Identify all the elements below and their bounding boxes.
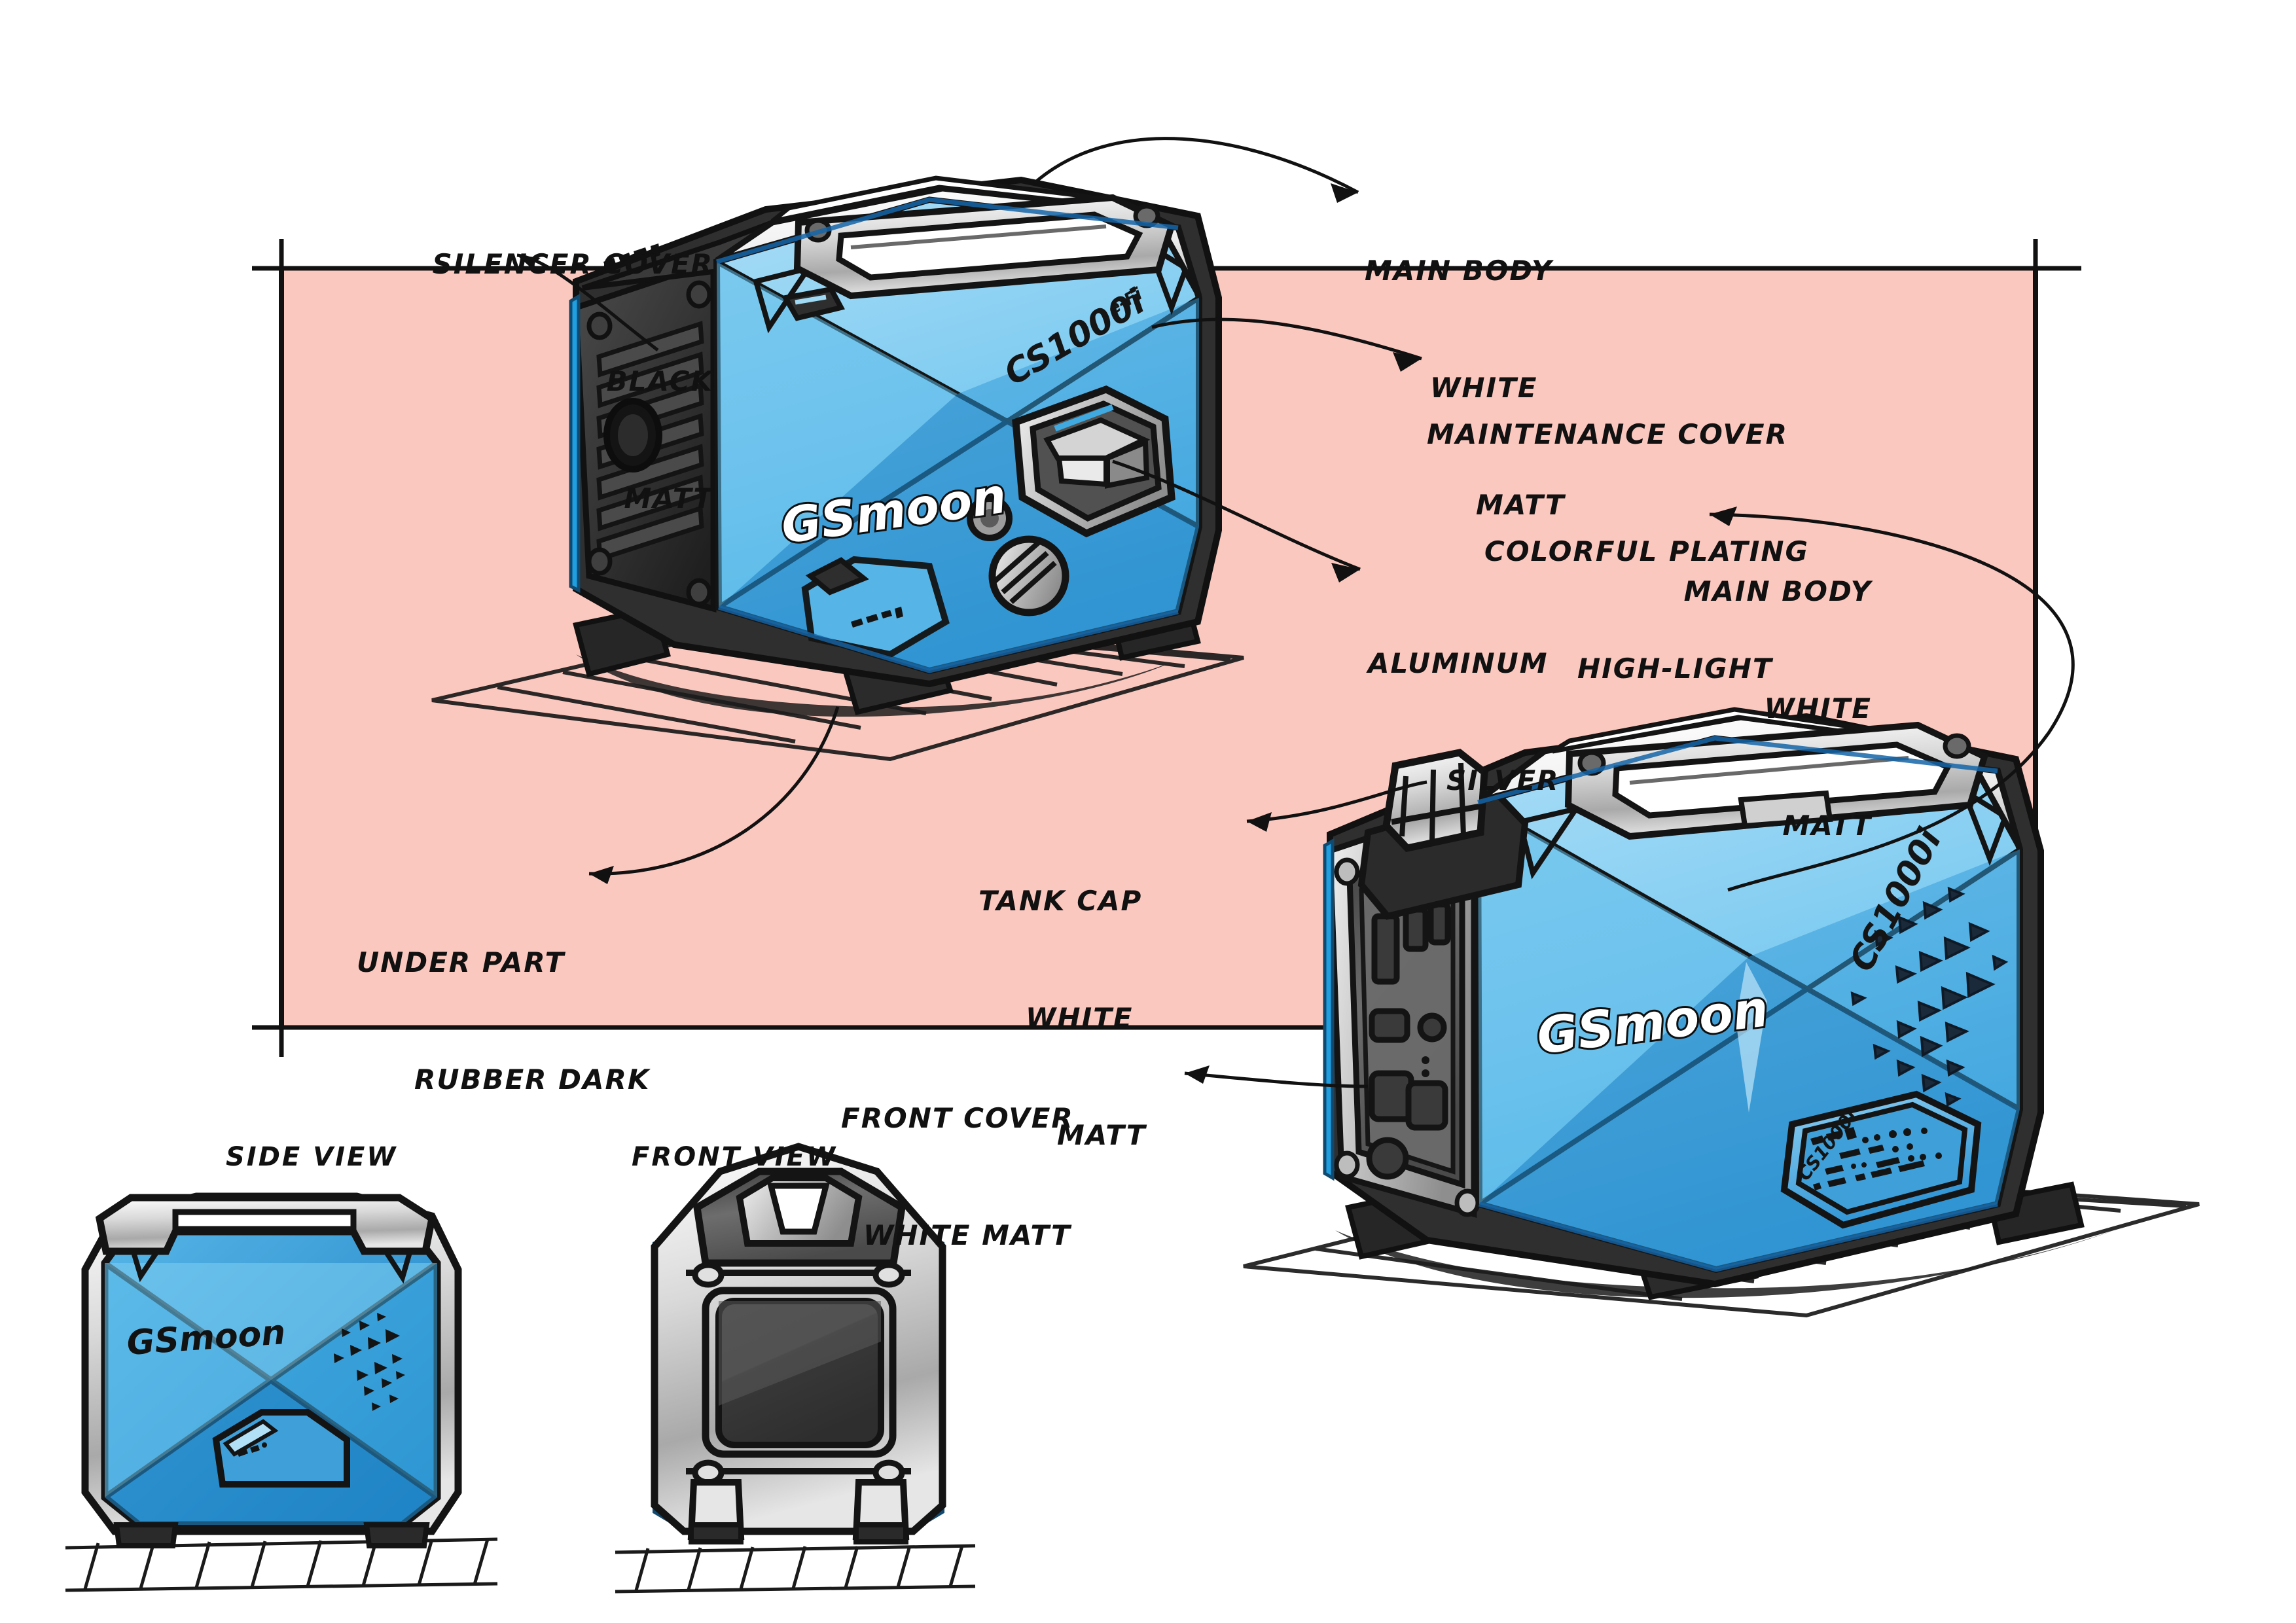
second-control-panel-side bbox=[1327, 798, 1480, 1218]
second-spec-label-plate: CS1000i bbox=[1780, 1090, 1982, 1229]
second-blue-edge-rail bbox=[1323, 838, 1335, 1181]
annotation-main-body-top: MAIN BODY WHITE MATT bbox=[1365, 173, 1888, 603]
annotation-line: WHITE bbox=[1430, 372, 1538, 404]
annotation-line: ALUMINUM bbox=[1368, 647, 1549, 680]
annotation-tank-cap: TANK CAP WHITE MATT bbox=[978, 804, 1437, 1233]
side-view-access-plate bbox=[212, 1409, 350, 1488]
view-label-front: FRONT VIEW bbox=[632, 1142, 838, 1172]
hero-silencer-screws bbox=[586, 280, 712, 607]
hero-silencer-badge bbox=[603, 243, 660, 268]
annotation-line: WHITE bbox=[1764, 692, 1872, 725]
annotation-line: MATT bbox=[1057, 1119, 1147, 1151]
second-outlet-round bbox=[1369, 1008, 1410, 1043]
annotation-line: MATT bbox=[1782, 810, 1872, 842]
annotation-line: HIGH-LIGHT bbox=[1577, 652, 1773, 685]
hero-leader-lines bbox=[516, 137, 1422, 884]
front-view-cover-window bbox=[702, 1287, 897, 1458]
hero-exhaust-port bbox=[603, 398, 662, 473]
annotation-line: COLORFUL PLATING bbox=[1484, 535, 1809, 568]
hero-fuel-cap-knob bbox=[988, 535, 1069, 616]
hero-shadow bbox=[576, 654, 1172, 717]
second-shadow bbox=[1335, 1230, 2114, 1298]
hero-control-knobs bbox=[967, 495, 1069, 616]
second-leader-lines bbox=[1184, 507, 2075, 1088]
annotation-line: WHITE MATT bbox=[863, 1219, 1071, 1252]
side-view-generator: GSmoon bbox=[65, 1192, 498, 1592]
hero-lower-flap bbox=[801, 556, 950, 658]
hero-silencer-cover bbox=[573, 216, 781, 613]
annotation-under-part: UNDER PART RUBBER DARK bbox=[357, 865, 815, 1177]
annotation-line: SILVER bbox=[1446, 764, 1560, 797]
annotation-line: BLACK bbox=[606, 365, 713, 398]
second-corner-bevel-left bbox=[1516, 804, 1582, 880]
second-handle-screw-right bbox=[1943, 733, 1971, 759]
front-view-ground bbox=[615, 1544, 976, 1594]
annotation-line: MAIN BODY bbox=[1365, 255, 1553, 287]
hero-generator-3q: GSmoon GSmoon CS1000i e-Fi bbox=[431, 137, 1422, 884]
annotation-line: FRONT COVER bbox=[841, 1102, 1074, 1135]
annotation-line: MAINTENANCE COVER bbox=[1427, 418, 1788, 451]
annotation-line: MATT bbox=[1476, 489, 1566, 521]
annotation-line: UNDER PART bbox=[357, 946, 565, 979]
hero-maintenance-cover bbox=[1012, 385, 1175, 538]
second-carry-handle bbox=[1564, 721, 1989, 840]
annotation-line: WHITE bbox=[1026, 1002, 1134, 1035]
annotation-aluminum: ALUMINUM SILVER bbox=[1368, 566, 1826, 878]
second-panel-dots bbox=[1422, 1056, 1429, 1077]
view-label-side: SIDE VIEW bbox=[226, 1142, 398, 1172]
annotation-maintenance-cover: MAINTENANCE COVER COLORFUL PLATING HIGH-… bbox=[1427, 337, 2081, 766]
front-view-feet bbox=[687, 1479, 910, 1544]
hero-corner-bevel-right bbox=[1143, 239, 1189, 315]
annotation-silencer-cover: SILENCER COVER BLACK MATT bbox=[0, 167, 713, 596]
front-view-generator bbox=[615, 1143, 976, 1594]
second-spec-label-text bbox=[1810, 1127, 1942, 1190]
annotation-line: SILENCER COVER bbox=[432, 248, 713, 281]
front-view-handle bbox=[692, 1168, 906, 1267]
annotation-front-cover: FRONT COVER WHITE MATT bbox=[841, 1021, 1299, 1333]
hero-flap-latch bbox=[805, 557, 869, 596]
side-view-handle bbox=[95, 1194, 437, 1255]
hero-body: GSmoon GSmoon CS1000i e-Fi bbox=[569, 175, 1222, 688]
annotation-line: TANK CAP bbox=[978, 885, 1143, 918]
annotation-main-body-right: MAIN BODY WHITE MATT bbox=[1296, 494, 1872, 923]
side-view-feet bbox=[113, 1522, 430, 1548]
hero-flap-text bbox=[851, 607, 903, 628]
second-triangle-vent-pattern bbox=[1850, 886, 2009, 1119]
second-tank-cap bbox=[1357, 749, 1529, 920]
hero-blue-edge-rail bbox=[569, 293, 581, 594]
second-generator-3q: CS1000i bbox=[1184, 507, 2200, 1318]
second-panel-controls bbox=[1366, 901, 1451, 1180]
hero-top-slot bbox=[781, 286, 845, 321]
second-corner-bevel-right bbox=[1958, 784, 2009, 866]
annotation-line: MATT bbox=[624, 482, 713, 514]
annotation-line: MAIN BODY bbox=[1683, 575, 1872, 608]
side-view-vent-pattern bbox=[334, 1313, 405, 1411]
annotation-line: RUBBER DARK bbox=[414, 1063, 651, 1096]
